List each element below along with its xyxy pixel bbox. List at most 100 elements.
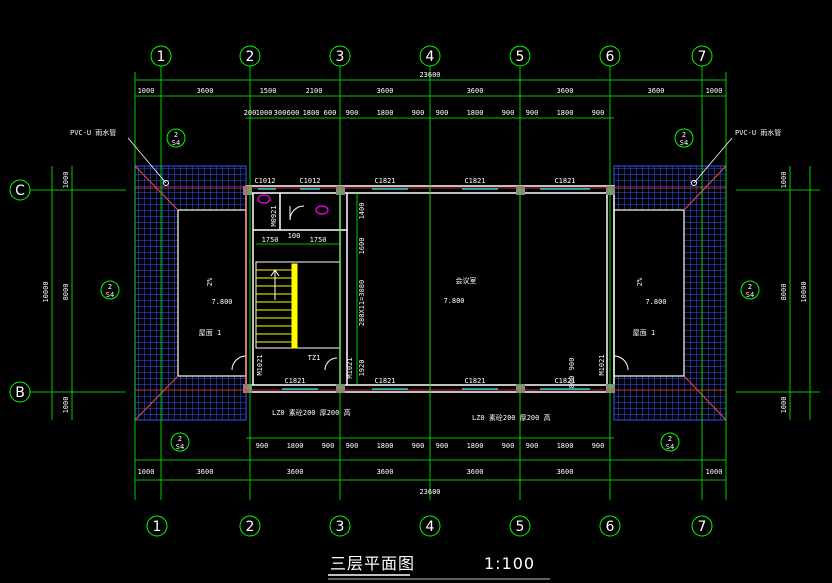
axis-col-2-bottom: 2 <box>246 519 255 535</box>
axis-col-6-top: 6 <box>606 49 615 65</box>
section-ref-num: 2 <box>748 283 752 291</box>
pipe-leader-left <box>127 137 167 184</box>
section-ref-sheet: S4 <box>176 443 184 451</box>
top-window-dims: 200 1000 300 600 1800 600 900 1800 900 9… <box>244 109 605 117</box>
section-ref-sheet: S4 <box>106 291 114 299</box>
section-ref-circles <box>100 128 760 452</box>
section-ref-num: 2 <box>108 283 112 291</box>
dim-bottom-window: 900 <box>592 442 605 450</box>
sill-label-800: 800 <box>568 376 576 389</box>
dim-right-row: 1000 <box>780 172 788 189</box>
window-label-c1821: C1821 <box>374 177 395 185</box>
column-label-tz1: TZ1 <box>308 354 321 362</box>
slope-label-right: 2% <box>636 277 644 286</box>
dim-left-row: 8000 <box>62 284 70 301</box>
dim-top-bay: 2100 <box>306 87 323 95</box>
dim-top-window: 600 <box>324 109 337 117</box>
dim-top-window: 1000 <box>256 109 273 117</box>
axis-row-c: C <box>15 183 25 199</box>
axis-col-4-bottom: 4 <box>426 519 435 535</box>
dim-stair-vertical: 1920 <box>358 360 366 377</box>
dim-top-bay: 1000 <box>138 87 155 95</box>
dim-top-bay: 3600 <box>197 87 214 95</box>
dim-overall-top: 23600 <box>419 71 440 79</box>
dim-top-window: 600 <box>287 109 300 117</box>
axis-col-6-bottom: 6 <box>606 519 615 535</box>
dim-bottom-window: 900 <box>526 442 539 450</box>
section-ref-sheet: S4 <box>680 139 688 147</box>
dim-top-window: 900 <box>592 109 605 117</box>
roof-label-right: 屋面 1 <box>633 329 655 337</box>
dim-top-window: 1800 <box>467 109 484 117</box>
bathroom-fixtures <box>257 194 329 215</box>
dim-right-row: 1000 <box>780 397 788 414</box>
door-label-m1021: M1021 <box>256 354 264 375</box>
beam-note-right: LZ0 素砼200 厚200 高 <box>472 413 551 422</box>
section-ref-sheet: S4 <box>172 139 180 147</box>
door-label-m0921: M0921 <box>270 205 278 226</box>
elevation-roof-left: 7.800 <box>211 298 232 306</box>
dim-bottom-window: 1800 <box>557 442 574 450</box>
axis-col-5-top: 5 <box>516 49 525 65</box>
door-label-m1021: M1021 <box>346 357 354 378</box>
axis-col-5-bottom: 5 <box>516 519 525 535</box>
window-label-c1821: C1821 <box>554 377 575 385</box>
window-label-c1821: C1821 <box>554 177 575 185</box>
axis-col-2-top: 2 <box>246 49 255 65</box>
section-ref-sheet: S4 <box>666 443 674 451</box>
doors <box>231 205 629 371</box>
axis-col-1-top: 1 <box>157 49 166 65</box>
axis-col-7-bottom: 7 <box>698 519 707 535</box>
sill-label-900: 900 <box>568 358 576 371</box>
dim-stair-width: 1750 <box>310 236 327 244</box>
axis-bubbles-top <box>150 45 713 67</box>
dim-bottom-window: 900 <box>412 442 425 450</box>
section-ref-num: 2 <box>178 435 182 443</box>
roof-label-left: 屋面 1 <box>199 329 221 337</box>
stair <box>255 261 341 349</box>
slope-label-left: 2% <box>206 277 214 286</box>
dim-top-window: 900 <box>502 109 515 117</box>
dim-bottom-bay: 3600 <box>377 468 394 476</box>
dim-top-window: 900 <box>526 109 539 117</box>
beam-note-left: LZ0 素砼200 厚200 高 <box>272 408 351 417</box>
dim-bottom-window: 900 <box>256 442 269 450</box>
dim-right-total: 10000 <box>800 281 808 302</box>
dim-top-window: 900 <box>346 109 359 117</box>
dim-bottom-window: 1800 <box>377 442 394 450</box>
dim-left-total: 10000 <box>42 281 50 302</box>
axis-bubbles-bottom <box>146 515 713 537</box>
bottom-window-dims: 900 1800 900 900 1800 900 900 1800 900 9… <box>256 442 605 450</box>
dim-left-row: 1000 <box>62 397 70 414</box>
dim-stair-vertical: 1600 <box>358 238 366 255</box>
dim-top-bay: 1000 <box>706 87 723 95</box>
dim-top-bay: 3600 <box>377 87 394 95</box>
dim-stair-width: 100 <box>288 232 301 240</box>
dim-bottom-window: 900 <box>436 442 449 450</box>
dim-stair-width: 1750 <box>262 236 279 244</box>
elevation-roof-right: 7.800 <box>645 298 666 306</box>
dim-top-bay: 3600 <box>557 87 574 95</box>
dim-left-row: 1000 <box>62 172 70 189</box>
dim-bottom-window: 900 <box>322 442 335 450</box>
dim-stair-vertical: 280X11=3080 <box>358 280 366 326</box>
dim-stair-vertical: 1400 <box>358 203 366 220</box>
dim-bottom-window: 1800 <box>287 442 304 450</box>
window-label-c1821: C1821 <box>464 177 485 185</box>
axis-col-3-top: 3 <box>336 49 345 65</box>
roof-hatch-left <box>134 165 247 421</box>
window-label-c1012: C1012 <box>254 177 275 185</box>
pipe-leader-right <box>693 137 733 184</box>
dim-bottom-bay: 3600 <box>287 468 304 476</box>
axis-row-b: B <box>15 385 25 401</box>
dim-top-window: 900 <box>412 109 425 117</box>
door-label-m1021: M1021 <box>598 354 606 375</box>
dim-bottom-bay: 1000 <box>706 468 723 476</box>
axis-col-7-top: 7 <box>698 49 707 65</box>
pipe-label-right: PVC-U 雨水管 <box>735 128 781 137</box>
dim-bottom-window: 900 <box>346 442 359 450</box>
drawing-title: 三层平面图 <box>330 554 415 573</box>
window-label-c1821: C1821 <box>464 377 485 385</box>
dim-top-window: 200 <box>244 109 257 117</box>
